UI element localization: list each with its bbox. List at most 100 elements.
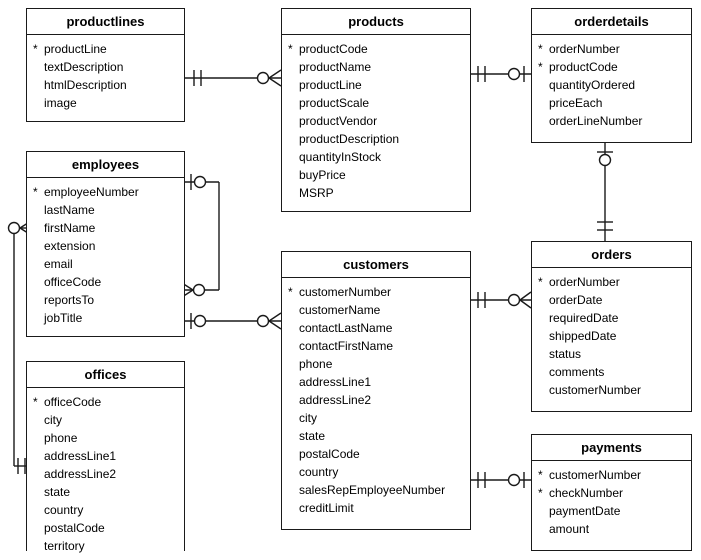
attribute-row[interactable]: *officeCode (33, 393, 178, 411)
attribute-name: extension (44, 239, 96, 253)
attribute-name: city (44, 413, 62, 427)
entity-title-customers: customers (282, 252, 470, 278)
relationship-products-orderdetails (471, 66, 531, 82)
attribute-row[interactable]: productDescription (288, 130, 464, 148)
attribute-name: productName (299, 60, 372, 74)
entity-title-orderdetails: orderdetails (532, 9, 691, 35)
attribute-row[interactable]: htmlDescription (33, 76, 178, 94)
attribute-row[interactable]: priceEach (538, 94, 685, 112)
attribute-row[interactable]: customerNumber (538, 381, 685, 399)
attribute-row[interactable]: phone (33, 429, 178, 447)
attribute-name: productVendor (299, 114, 378, 128)
attribute-name: firstName (44, 221, 96, 235)
attribute-row[interactable]: productScale (288, 94, 464, 112)
attribute-row[interactable]: *orderNumber (538, 273, 685, 291)
attribute-row[interactable]: status (538, 345, 685, 363)
entity-attributes-products: *productCode productName productLine produc… (282, 35, 470, 208)
attribute-name: postalCode (44, 521, 105, 535)
attribute-row[interactable]: phone (288, 355, 464, 373)
attribute-row[interactable]: *productLine (33, 40, 178, 58)
attribute-row[interactable]: city (33, 411, 178, 429)
attribute-row[interactable]: productVendor (288, 112, 464, 130)
attribute-row[interactable]: quantityInStock (288, 148, 464, 166)
attribute-name: jobTitle (44, 311, 83, 325)
attribute-row[interactable]: *employeeNumber (33, 183, 178, 201)
attribute-row[interactable]: contactLastName (288, 319, 464, 337)
attribute-row[interactable]: postalCode (288, 445, 464, 463)
attribute-name: addressLine2 (44, 467, 117, 481)
attribute-row[interactable]: extension (33, 237, 178, 255)
attribute-row[interactable]: firstName (33, 219, 178, 237)
attribute-row[interactable]: reportsTo (33, 291, 178, 309)
attribute-row[interactable]: jobTitle (33, 309, 178, 327)
attribute-row[interactable]: productName (288, 58, 464, 76)
primary-key-marker-icon: * (538, 275, 543, 289)
attribute-row[interactable]: requiredDate (538, 309, 685, 327)
attribute-row[interactable]: customerName (288, 301, 464, 319)
attribute-row[interactable]: * checkNumber (538, 484, 685, 502)
attribute-row[interactable]: *customerNumber (538, 466, 685, 484)
attribute-name: state (299, 429, 326, 443)
attribute-row[interactable]: salesRepEmployeeNumber (288, 481, 464, 499)
attribute-row[interactable]: productLine (288, 76, 464, 94)
attribute-row[interactable]: postalCode (33, 519, 178, 537)
attribute-row[interactable]: orderLineNumber (538, 112, 685, 130)
attribute-row[interactable]: buyPrice (288, 166, 464, 184)
attribute-name: addressLine1 (44, 449, 117, 463)
attribute-row[interactable]: country (288, 463, 464, 481)
attribute-row[interactable]: addressLine1 (33, 447, 178, 465)
attribute-row[interactable]: territory (33, 537, 178, 555)
attribute-row[interactable]: addressLine2 (288, 391, 464, 409)
attribute-row[interactable]: contactFirstName (288, 337, 464, 355)
attribute-row[interactable]: addressLine2 (33, 465, 178, 483)
attribute-row[interactable]: amount (538, 520, 685, 538)
attribute-row[interactable]: lastName (33, 201, 178, 219)
attribute-row[interactable]: *productCode (538, 58, 685, 76)
attribute-name: contactFirstName (299, 339, 394, 353)
attribute-row[interactable]: city (288, 409, 464, 427)
entity-title-payments: payments (532, 435, 691, 461)
attribute-row[interactable]: email (33, 255, 178, 273)
attribute-row[interactable]: creditLimit (288, 499, 464, 517)
attribute-name: addressLine1 (299, 375, 372, 389)
attribute-name: officeCode (44, 275, 102, 289)
attribute-name: territory (44, 539, 85, 553)
attribute-name: customerNumber (549, 468, 642, 482)
attribute-name: htmlDescription (44, 78, 127, 92)
attribute-row[interactable]: orderDate (538, 291, 685, 309)
attribute-name: productDescription (299, 132, 400, 146)
attribute-row[interactable]: comments (538, 363, 685, 381)
attribute-row[interactable]: quantityOrdered (538, 76, 685, 94)
attribute-row[interactable]: state (288, 427, 464, 445)
attribute-row[interactable]: *productCode (288, 40, 464, 58)
attribute-name: checkNumber (549, 486, 624, 500)
attribute-row[interactable]: shippedDate (538, 327, 685, 345)
attribute-row[interactable]: image (33, 94, 178, 112)
entity-payments[interactable]: payments *customerNumber * checkNumber payme… (531, 434, 692, 551)
attribute-row[interactable]: textDescription (33, 58, 178, 76)
relationship-customers-payments (471, 472, 531, 488)
attribute-row[interactable]: *orderNumber (538, 40, 685, 58)
attribute-name: city (299, 411, 317, 425)
primary-key-marker-icon: * (538, 486, 543, 500)
attribute-row[interactable]: *customerNumber (288, 283, 464, 301)
attribute-row[interactable]: MSRP (288, 184, 464, 202)
attribute-name: orderLineNumber (549, 114, 643, 128)
attribute-row[interactable]: paymentDate (538, 502, 685, 520)
attribute-name: productScale (299, 96, 370, 110)
attribute-name: status (549, 347, 582, 361)
attribute-row[interactable]: state (33, 483, 178, 501)
attribute-row[interactable]: addressLine1 (288, 373, 464, 391)
attribute-row[interactable]: officeCode (33, 273, 178, 291)
attribute-row[interactable]: country (33, 501, 178, 519)
